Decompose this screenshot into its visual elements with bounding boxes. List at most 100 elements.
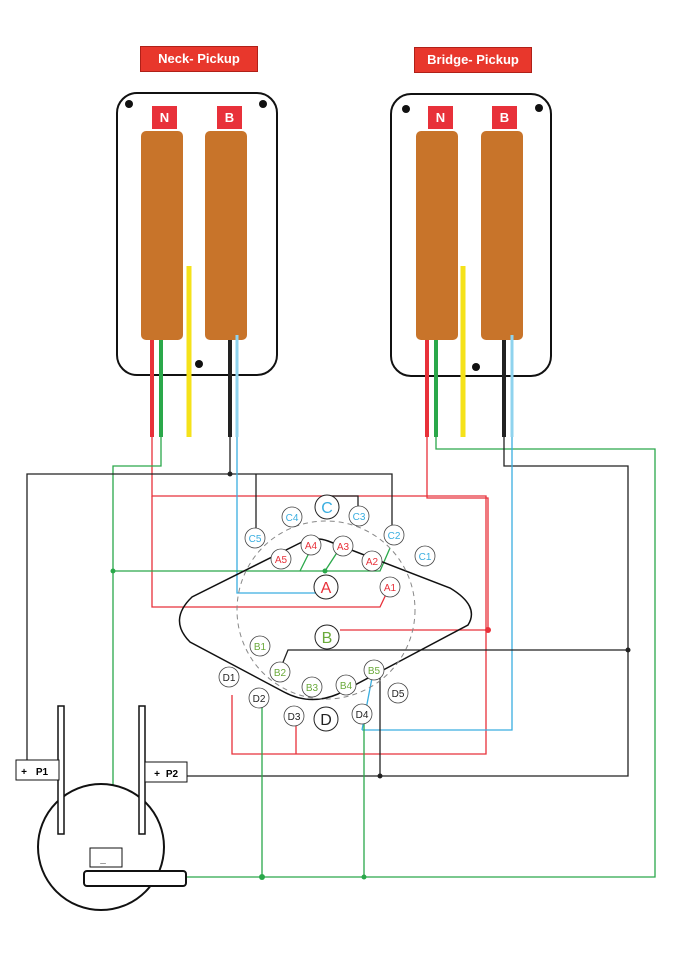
pot-minus-box xyxy=(89,847,123,868)
lug-d5 xyxy=(387,682,409,704)
pot-leg-right xyxy=(138,705,146,835)
pot-ground-bar xyxy=(83,870,187,887)
coil-south xyxy=(481,131,523,340)
lug-a2 xyxy=(361,550,383,572)
junction-dot xyxy=(625,647,631,653)
lug-c4 xyxy=(281,506,303,528)
bridge-pickup-title: Bridge- Pickup xyxy=(414,47,532,73)
lug-b2 xyxy=(269,661,291,683)
a-lugs xyxy=(270,534,401,598)
coil-label-box xyxy=(152,106,177,129)
lug-a3-label: A3 xyxy=(337,542,350,553)
bridge-pickup: N B xyxy=(390,93,552,437)
lug-d2 xyxy=(248,687,270,709)
lug-a2-label: A2 xyxy=(366,557,379,568)
lug-a4-label: A4 xyxy=(305,541,318,552)
lug-a1 xyxy=(379,576,401,598)
lug-a1-label: A1 xyxy=(384,583,397,594)
junction-dot xyxy=(361,874,367,880)
junction-dot xyxy=(259,874,265,880)
wire-neck-black-2 xyxy=(230,473,393,534)
lug-d2-label: D2 xyxy=(253,694,266,705)
lug-b5 xyxy=(363,659,385,681)
lug-d4 xyxy=(351,703,373,725)
pot-port-p2-label: P2 xyxy=(166,769,179,780)
wire-bridge-red xyxy=(426,437,489,630)
junctions xyxy=(110,471,631,880)
pole-b-circle xyxy=(314,624,340,650)
lug-b4-label: B4 xyxy=(340,681,353,692)
wire-neck-black xyxy=(26,437,231,770)
coil-label-n: N xyxy=(436,110,445,125)
wire-bridge-white xyxy=(362,437,513,731)
pot-minus-label: _ xyxy=(99,854,106,865)
lug-b3 xyxy=(301,676,323,698)
lug-c3 xyxy=(348,505,370,527)
c-lugs xyxy=(244,505,436,567)
lug-c1 xyxy=(414,545,436,567)
pole-c-circle xyxy=(314,494,340,520)
potentiometer: + P1 + P2 _ xyxy=(15,705,188,911)
switch-dashed-ring xyxy=(236,520,416,700)
pole-a-circle xyxy=(313,574,339,600)
lug-a5 xyxy=(270,548,292,570)
wire-neck-red-a xyxy=(151,496,390,608)
mounting-hole xyxy=(402,105,410,113)
d-lugs xyxy=(218,666,409,727)
lug-b3-label: B3 xyxy=(306,683,319,694)
junction-dot xyxy=(377,773,383,779)
lug-d3 xyxy=(283,705,305,727)
coil-label-box xyxy=(492,106,517,129)
coil-label-n: N xyxy=(160,110,169,125)
lug-d5-label: D5 xyxy=(392,689,405,700)
neck-pickup: N B xyxy=(116,92,278,437)
junction-dot xyxy=(322,568,328,574)
lug-c5 xyxy=(244,527,266,549)
junction-dot xyxy=(485,627,491,633)
pole-c-label: C xyxy=(321,500,333,517)
lug-d1-label: D1 xyxy=(223,673,236,684)
wire-neck-white xyxy=(236,437,320,594)
lug-b4 xyxy=(335,674,357,696)
lug-c2 xyxy=(383,524,405,546)
coil-label-box xyxy=(217,106,242,129)
lug-a3 xyxy=(332,535,354,557)
pole-d-circle xyxy=(313,706,339,732)
neck-pickup-title: Neck- Pickup xyxy=(140,46,258,72)
mounting-hole xyxy=(195,360,203,368)
lug-c5-label: C5 xyxy=(249,534,262,545)
wire-bridge-black xyxy=(187,437,629,777)
lug-c4-label: C4 xyxy=(286,513,299,524)
pickup-outline xyxy=(390,93,552,377)
coil-south xyxy=(205,131,247,340)
coil-label-b: B xyxy=(500,110,509,125)
lug-c3-label: C3 xyxy=(353,512,366,523)
coil-label-b: B xyxy=(225,110,234,125)
pole-b-label: B xyxy=(322,630,333,647)
junction-dot xyxy=(227,471,233,477)
wire-b2 xyxy=(278,649,628,673)
coil-label-box xyxy=(428,106,453,129)
lug-a5-label: A5 xyxy=(275,555,288,566)
wires xyxy=(26,437,656,878)
coil-north xyxy=(416,131,458,340)
pot-port-p1-label: P1 xyxy=(36,767,49,778)
lug-b5-label: B5 xyxy=(368,666,381,677)
mounting-hole xyxy=(125,100,133,108)
lug-b2-label: B2 xyxy=(274,668,287,679)
pot-plus-p1: + xyxy=(21,767,27,778)
lug-c2-label: C2 xyxy=(388,531,401,542)
rotary-switch: C A B D C1 C2 C3 C4 C5 xyxy=(178,494,473,732)
b-lugs xyxy=(249,635,385,698)
pot-port-p2-box xyxy=(144,761,188,783)
lug-d1 xyxy=(218,666,240,688)
mounting-hole xyxy=(535,104,543,112)
wire-neck-red xyxy=(151,437,487,755)
junction-dot xyxy=(110,568,116,574)
pot-port-p1-box xyxy=(15,759,60,781)
lug-d3-label: D3 xyxy=(288,712,301,723)
coil-north xyxy=(141,131,183,340)
wire-neck-green xyxy=(112,437,162,858)
lug-a4 xyxy=(300,534,322,556)
pot-plus-p2: + xyxy=(154,769,160,780)
